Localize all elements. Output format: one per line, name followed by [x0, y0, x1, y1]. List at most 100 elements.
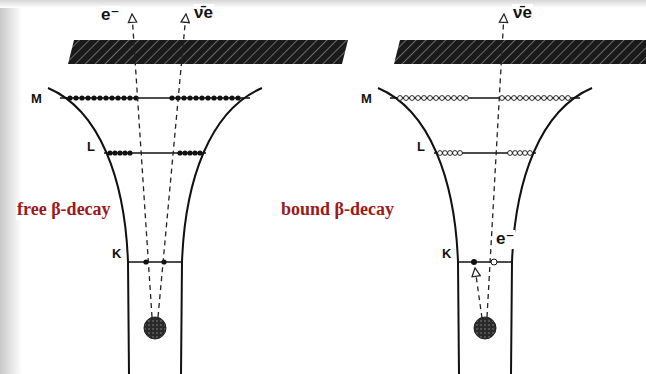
empty-state — [443, 151, 448, 156]
electron — [127, 95, 132, 100]
electron — [182, 150, 187, 155]
empty-state — [453, 151, 458, 156]
empty-state — [464, 96, 469, 101]
empty-state — [518, 151, 523, 156]
particle-label: ν̄e — [193, 4, 214, 23]
electron-track — [132, 14, 152, 317]
shell-label: K — [111, 247, 122, 261]
empty-state — [523, 151, 528, 156]
electron — [122, 150, 127, 155]
shell-level — [128, 261, 182, 262]
electron — [199, 95, 204, 100]
empty-state — [528, 151, 533, 156]
continuum-slab — [394, 40, 646, 64]
empty-state — [491, 259, 497, 265]
empty-state — [548, 96, 553, 101]
electron — [115, 95, 120, 100]
panel-title: bound β-decay — [280, 200, 395, 220]
free-decay-atom — [48, 14, 262, 374]
electron — [109, 95, 114, 100]
empty-state — [530, 96, 535, 101]
potential-wall — [181, 88, 262, 374]
potential-wall — [378, 88, 459, 374]
empty-state — [410, 96, 415, 101]
empty-state — [536, 96, 541, 101]
empty-state — [508, 151, 513, 156]
electron-capture-track — [475, 268, 482, 318]
electron — [229, 95, 234, 100]
empty-state — [440, 96, 445, 101]
electron — [79, 95, 84, 100]
electron — [103, 95, 108, 100]
empty-state — [452, 96, 457, 101]
electron — [107, 150, 112, 155]
empty-state — [398, 96, 403, 101]
empty-state — [446, 96, 451, 101]
electron — [205, 95, 210, 100]
electron — [211, 95, 216, 100]
empty-state — [512, 96, 517, 101]
empty-state — [500, 96, 505, 101]
electron — [223, 95, 228, 100]
electron — [127, 150, 132, 155]
bound-electron — [471, 259, 477, 265]
shell-label: L — [416, 140, 426, 154]
empty-state — [458, 96, 463, 101]
electron — [235, 95, 240, 100]
shell-level — [458, 261, 512, 262]
continuum-slab — [68, 40, 348, 64]
panel-title: free β-decay — [16, 200, 112, 220]
empty-state — [513, 151, 518, 156]
electron — [117, 150, 122, 155]
electron — [177, 150, 182, 155]
nucleus — [144, 317, 166, 339]
empty-state — [438, 151, 443, 156]
empty-state — [428, 96, 433, 101]
potential-wall — [511, 88, 592, 374]
empty-state — [518, 96, 523, 101]
particle-label: ν̄e — [512, 4, 533, 23]
bound-decay-atom — [378, 14, 592, 374]
electron — [169, 95, 174, 100]
potential-wall — [48, 88, 129, 374]
antineutrino-track — [487, 14, 504, 317]
empty-state — [524, 96, 529, 101]
empty-state — [542, 96, 547, 101]
empty-state — [560, 96, 565, 101]
electron — [161, 259, 166, 264]
electron — [187, 150, 192, 155]
empty-state — [566, 96, 571, 101]
empty-state — [416, 96, 421, 101]
electron — [217, 95, 222, 100]
empty-state — [404, 96, 409, 101]
empty-state — [448, 151, 453, 156]
electron — [197, 150, 202, 155]
empty-state — [458, 151, 463, 156]
particle-label: e⁻ — [495, 230, 515, 249]
shell-label: M — [30, 92, 43, 106]
card-shadow — [0, 0, 646, 8]
electron — [85, 95, 90, 100]
electron — [91, 95, 96, 100]
electron — [73, 95, 78, 100]
empty-state — [434, 96, 439, 101]
electron — [187, 95, 192, 100]
card-shadow — [0, 0, 22, 374]
empty-state — [422, 96, 427, 101]
shell-label: K — [441, 247, 452, 261]
empty-state — [506, 96, 511, 101]
electron — [112, 150, 117, 155]
nucleus — [474, 317, 496, 339]
electron — [97, 95, 102, 100]
shell-label: L — [86, 140, 96, 154]
electron — [192, 150, 197, 155]
electron — [121, 95, 126, 100]
empty-state — [554, 96, 559, 101]
electron — [193, 95, 198, 100]
electron — [181, 95, 186, 100]
antineutrino-track — [158, 14, 186, 317]
particle-label: e⁻ — [100, 6, 120, 25]
